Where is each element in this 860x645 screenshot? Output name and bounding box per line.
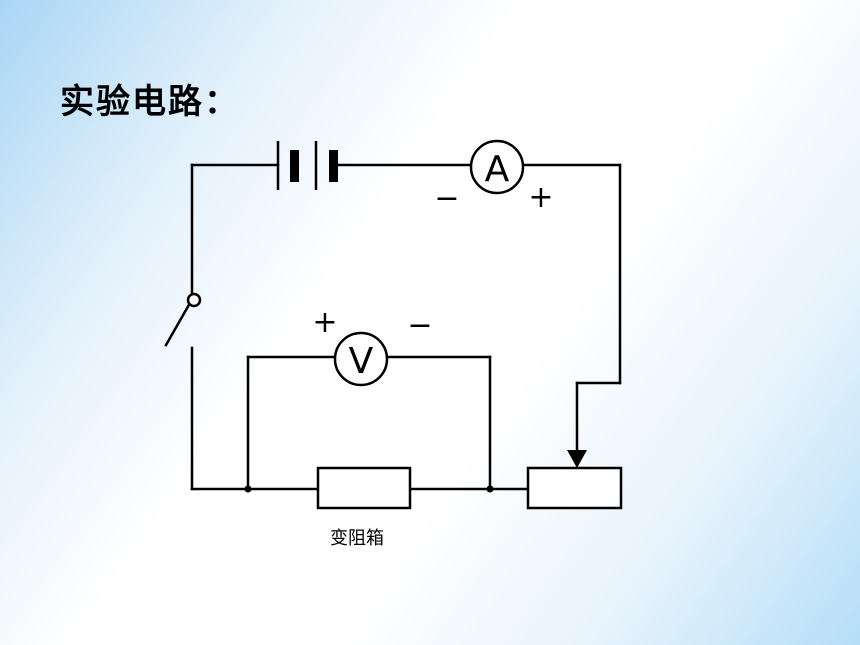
battery-symbol	[276, 141, 338, 190]
voltmeter-plus-sign: +	[312, 305, 337, 340]
resistance-box-caption: 变阻箱	[330, 528, 384, 549]
ammeter-label: A	[485, 149, 510, 190]
ammeter-minus-sign: −	[434, 181, 459, 216]
junction-dot-right	[486, 485, 494, 493]
switch-blade	[164, 301, 192, 347]
switch-pivot	[186, 292, 202, 308]
voltmeter-label: V	[349, 341, 374, 382]
ammeter-plus-sign: +	[528, 180, 553, 215]
rheostat-slider-arrow	[567, 450, 587, 468]
rheostat-symbol	[526, 466, 623, 510]
resistance-box-symbol	[316, 466, 412, 510]
slide-title: 实验电路：	[60, 82, 240, 122]
junction-dot-left	[244, 485, 252, 493]
voltmeter-minus-sign: −	[407, 308, 432, 343]
ammeter-symbol	[469, 139, 525, 195]
voltmeter-symbol	[333, 331, 389, 387]
